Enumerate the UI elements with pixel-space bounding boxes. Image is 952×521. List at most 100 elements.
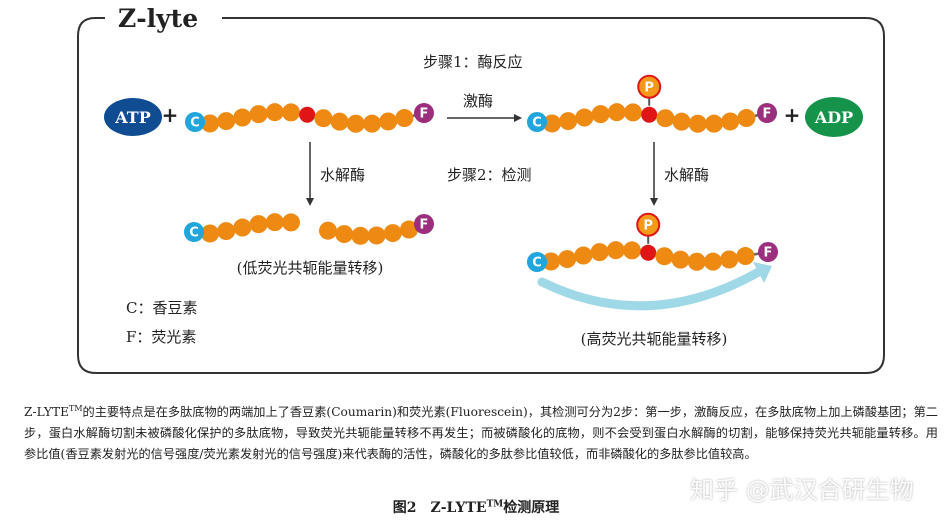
- atp-label: ATP: [114, 108, 150, 127]
- amino-acid-bead: [672, 112, 691, 131]
- amino-acid-bead: [559, 112, 578, 131]
- caption-trademark: TM: [68, 404, 83, 413]
- step1-label: 步骤1：酶反应: [423, 53, 523, 71]
- adp-badge: [805, 97, 863, 137]
- amino-acid-bead: [282, 213, 300, 232]
- coumarin-circle: [527, 252, 547, 272]
- amino-acid-bead: [704, 252, 722, 271]
- figure-title: 图2 Z-LYTETM检测原理: [0, 497, 952, 517]
- amino-acid-bead: [542, 252, 560, 271]
- amino-acid-bead: [574, 246, 593, 265]
- coumarin-letter: C: [532, 116, 542, 131]
- amino-acid-bead: [383, 224, 402, 243]
- amino-acid-bead: [721, 112, 740, 131]
- amino-acid-bead: [688, 114, 707, 133]
- cleavage-site: [299, 106, 316, 123]
- amino-acid-bead: [367, 226, 386, 245]
- amino-acid-bead: [606, 241, 625, 260]
- diagram-title: Z-lyte: [118, 4, 198, 33]
- plus-sign-right: +: [784, 103, 801, 127]
- fret-arc-head: [753, 262, 772, 283]
- amino-acid-bead: [543, 114, 561, 133]
- amino-acid-bead: [314, 109, 333, 128]
- hydrolase-label-right: 水解酶: [664, 166, 709, 184]
- coumarin-letter: C: [532, 256, 542, 271]
- amino-acid-bead: [319, 221, 337, 240]
- cleavage-site: [641, 106, 658, 123]
- amino-acid-bead: [705, 114, 723, 133]
- caption-prefix: Z-LYTE: [24, 405, 69, 420]
- z-lyte-diagram: Z-lyte 步骤1：酶反应 激酶 步骤2：检测 水解酶 水解酶 ATP + +…: [77, 4, 885, 374]
- amino-acid-bead: [400, 220, 418, 239]
- peptide-substrate: CF: [185, 103, 434, 133]
- adp-label: ADP: [814, 108, 853, 127]
- amino-acid-bead: [558, 250, 577, 269]
- amino-acid-bead: [233, 108, 252, 127]
- phosphate-circle: [637, 74, 662, 99]
- fret-arc: [537, 265, 767, 311]
- phosphate-circle: [636, 212, 661, 237]
- amino-acid-bead: [265, 103, 284, 122]
- legend-coumarin: C：香豆素: [126, 299, 197, 317]
- amino-acid-bead: [737, 109, 756, 128]
- peptide-phosphorylated-intact: P C F: [527, 212, 778, 272]
- amino-acid-bead: [346, 114, 365, 133]
- figure-title-trademark: TM: [486, 499, 504, 510]
- peptide-cleaved: CF: [184, 213, 434, 245]
- diagram-frame: [77, 17, 885, 374]
- fluorescein-letter: F: [763, 107, 772, 122]
- amino-acid-bead: [282, 103, 300, 122]
- cleavage-site: [640, 244, 657, 261]
- amino-acid-bead: [351, 226, 370, 245]
- amino-acid-bead: [590, 243, 609, 262]
- amino-acid-bead: [720, 250, 739, 269]
- caption-text: 的主要特点是在多肽底物的两端加上了香豆素(Coumarin)和荧光素(Fluor…: [24, 405, 938, 462]
- amino-acid-bead: [607, 103, 626, 122]
- coumarin-letter: C: [189, 226, 199, 241]
- amino-acid-bead: [379, 112, 398, 131]
- amino-acid-bead: [687, 252, 706, 271]
- amino-acid-bead: [655, 247, 674, 266]
- peptide-phosphorylated: P C F: [527, 74, 777, 133]
- phosphate-letter: P: [643, 218, 653, 233]
- kinase-label: 激酶: [463, 92, 493, 110]
- amino-acid-bead: [249, 215, 268, 234]
- coumarin-circle: [184, 222, 204, 242]
- low-fret-label: (低荧光共轭能量转移): [237, 259, 384, 277]
- high-fret-label: (高荧光共轭能量转移): [581, 330, 728, 348]
- fluorescein-circle: [414, 103, 434, 123]
- fluorescein-letter: F: [420, 107, 429, 122]
- coumarin-circle: [185, 112, 205, 132]
- amino-acid-bead: [671, 250, 690, 269]
- amino-acid-bead: [217, 112, 236, 131]
- legend-fluorescein: F：荧光素: [126, 328, 196, 346]
- fluorescein-circle: [757, 103, 777, 123]
- coumarin-letter: C: [190, 116, 200, 131]
- figure-title-prefix: 图2 Z-LYTE: [392, 500, 487, 516]
- amino-acid-bead: [363, 114, 381, 133]
- caption-paragraph: Z-LYTETM的主要特点是在多肽底物的两端加上了香豆素(Coumarin)和荧…: [24, 398, 938, 465]
- amino-acid-bead: [623, 241, 641, 260]
- watermark: 知乎 @武汉合研生物: [690, 476, 914, 504]
- amino-acid-bead: [575, 108, 594, 127]
- fluorescein-letter: F: [420, 218, 429, 233]
- fluorescein-circle: [758, 242, 778, 262]
- amino-acid-bead: [330, 112, 349, 131]
- plus-sign-left: +: [162, 103, 179, 127]
- amino-acid-bead: [249, 105, 268, 124]
- amino-acid-bead: [201, 224, 219, 243]
- amino-acid-bead: [233, 218, 252, 237]
- phosphate-letter: P: [644, 80, 654, 95]
- atp-badge: [104, 98, 162, 136]
- amino-acid-bead: [217, 222, 236, 241]
- amino-acid-bead: [265, 213, 284, 232]
- amino-acid-bead: [656, 109, 675, 128]
- amino-acid-bead: [591, 105, 610, 124]
- fluorescein-circle: [414, 214, 434, 234]
- fluorescein-letter: F: [764, 246, 773, 261]
- coumarin-circle: [527, 112, 547, 132]
- amino-acid-bead: [736, 247, 755, 266]
- figure-title-suffix: 检测原理: [503, 500, 560, 516]
- hydrolase-label-left: 水解酶: [320, 166, 365, 184]
- amino-acid-bead: [201, 114, 219, 133]
